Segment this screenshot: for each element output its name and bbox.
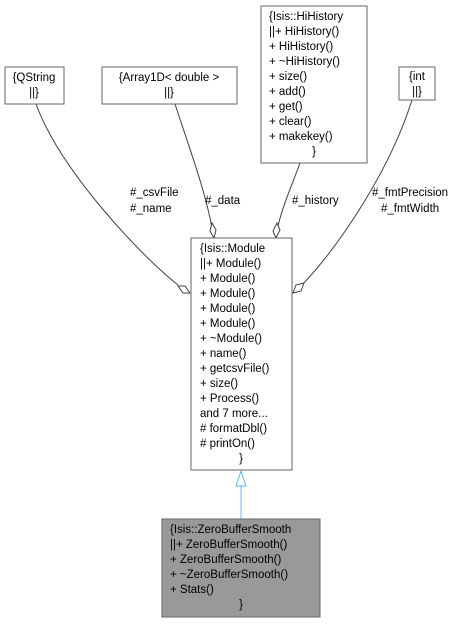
edge-label-data: #_data xyxy=(205,195,241,207)
aggregation-diamond xyxy=(177,285,191,294)
node-module-line: + size() xyxy=(200,378,238,390)
edge-label-csvfile: #_csvFile xyxy=(130,187,179,199)
node-hihistory-line: + add() xyxy=(269,86,306,98)
node-module-line: + Module() xyxy=(200,288,255,300)
node-qstring-line: {QString xyxy=(13,72,56,84)
edge-label-fmtprecision: #_fmtPrecision xyxy=(372,187,448,199)
node-hihistory-line: + makekey() xyxy=(269,131,333,143)
node-int-line: {int xyxy=(409,71,426,83)
node-module-line: + Module() xyxy=(200,273,255,285)
aggregation-diamond xyxy=(209,221,217,240)
node-module-line: # printOn() xyxy=(200,438,255,450)
aggregation-diamond xyxy=(272,221,281,240)
node-qstring-line: ||} xyxy=(29,87,39,99)
node-hihistory-line: + HiHistory() xyxy=(269,41,333,53)
aggregation-diamond xyxy=(292,282,305,294)
node-zerobuffersmooth-line: + ~ZeroBufferSmooth() xyxy=(170,569,288,581)
edge-int-module: #_fmtPrecision #_fmtWidth xyxy=(292,99,448,294)
node-hihistory-line: ||+ HiHistory() xyxy=(269,26,339,38)
node-zerobuffersmooth-line: } xyxy=(239,599,243,611)
node-module-line: + Module() xyxy=(200,318,255,330)
node-zerobuffersmooth[interactable]: {Isis::ZeroBufferSmooth ||+ ZeroBufferSm… xyxy=(161,518,321,618)
node-module-line: + Module() xyxy=(200,303,255,315)
edge-qstring-module: #_csvFile #_name xyxy=(35,103,191,294)
node-module-line: and 7 more... xyxy=(200,408,268,420)
node-zerobuffersmooth-line: + ZeroBufferSmooth() xyxy=(170,554,281,566)
node-module-line: + name() xyxy=(200,348,247,360)
node-hihistory-line: + get() xyxy=(269,101,303,113)
node-module-line: # formatDbl() xyxy=(200,423,267,435)
node-module-line: ||+ Module() xyxy=(200,258,261,270)
node-hihistory[interactable]: {Isis::HiHistory ||+ HiHistory() + HiHis… xyxy=(260,5,368,164)
node-int-line: ||} xyxy=(412,86,422,98)
edge-label-fmtwidth: #_fmtWidth xyxy=(381,203,439,215)
node-zerobuffersmooth-line: {Isis::ZeroBufferSmooth xyxy=(170,524,291,536)
node-hihistory-line: + size() xyxy=(269,71,307,83)
node-hihistory-line: + clear() xyxy=(269,116,312,128)
node-hihistory-line: + ~HiHistory() xyxy=(269,56,340,68)
node-module-line: {Isis::Module xyxy=(200,243,265,255)
node-hihistory-line: {Isis::HiHistory xyxy=(269,11,343,23)
node-array1d-line: ||} xyxy=(164,87,174,99)
edge-module-zerobuffersmooth-inheritance xyxy=(235,469,247,519)
node-zerobuffersmooth-line: + Stats() xyxy=(170,584,214,596)
edge-array1d-module: #_data xyxy=(174,103,241,240)
edge-hihistory-module: #_history xyxy=(272,162,339,240)
node-module-line: + ~Module() xyxy=(200,333,262,345)
inheritance-arrow xyxy=(235,469,247,487)
node-array1d[interactable]: {Array1D< double > ||} xyxy=(101,66,238,105)
node-zerobuffersmooth-line: ||+ ZeroBufferSmooth() xyxy=(170,539,287,551)
node-array1d-line: {Array1D< double > xyxy=(119,72,220,84)
node-module-line: } xyxy=(239,453,243,465)
node-module-line: + getcsvFile() xyxy=(200,363,270,375)
node-hihistory-line: } xyxy=(312,146,316,158)
node-module[interactable]: {Isis::Module ||+ Module() + Module() + … xyxy=(190,237,293,471)
node-qstring[interactable]: {QString ||} xyxy=(4,66,65,105)
edge-label-history: #_history xyxy=(292,195,339,207)
edge-label-name: #_name xyxy=(130,203,172,215)
node-int[interactable]: {int ||} xyxy=(398,66,436,101)
node-module-line: + Process() xyxy=(200,393,259,405)
